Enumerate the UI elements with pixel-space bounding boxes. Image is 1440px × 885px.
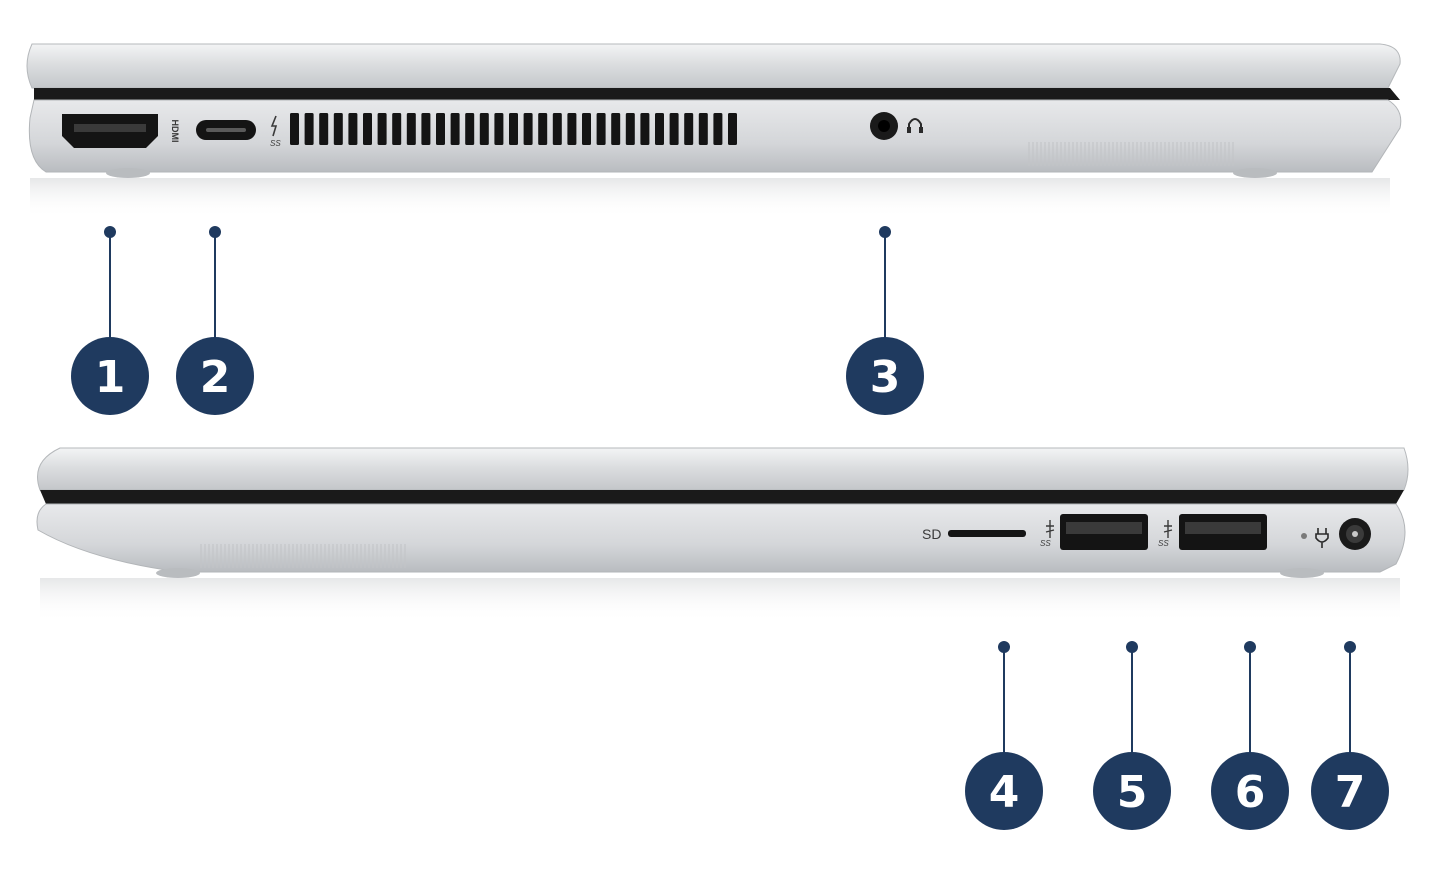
- laptop-reflection: [40, 578, 1400, 622]
- laptop-right-side-view: SD SS SS: [36, 447, 1409, 622]
- sd-label: SD: [922, 526, 941, 542]
- callout-usb-a-port-1: 5: [1093, 641, 1171, 830]
- usb-c-label: SS: [270, 139, 281, 148]
- callout-badge: [846, 337, 924, 415]
- vent-slot: [640, 113, 650, 145]
- callout-dot: [1344, 641, 1356, 653]
- vent-slot: [728, 113, 737, 145]
- hdmi-label: HDMI: [170, 120, 180, 143]
- vent-slot: [509, 113, 518, 145]
- speaker-grille: [200, 544, 406, 568]
- callout-number: 2: [200, 352, 231, 403]
- vent-slot: [421, 113, 431, 145]
- vent-slot: [304, 113, 314, 145]
- headphone-icon: [907, 118, 923, 133]
- callout-number: 5: [1117, 767, 1148, 818]
- audio-jack: [870, 112, 898, 140]
- rubber-foot: [106, 168, 150, 178]
- callout-badge: [71, 337, 149, 415]
- vent-slot: [290, 113, 299, 145]
- callout-number: 4: [989, 767, 1020, 818]
- callout-hdmi-port: 1: [71, 226, 149, 415]
- callout-dot: [104, 226, 116, 238]
- vent-slot: [713, 113, 723, 145]
- vent-slot: [319, 113, 329, 145]
- laptop-left-side-view: HDMI SS: [26, 43, 1402, 218]
- charging-led: [1301, 533, 1307, 539]
- callout-dot: [1244, 641, 1256, 653]
- vent-slot: [611, 113, 621, 145]
- callout-dot: [998, 641, 1010, 653]
- sd-card-slot: [948, 530, 1026, 537]
- callouts-right-side: 4 5 6 7: [965, 641, 1389, 830]
- callout-dot: [879, 226, 891, 238]
- usb-a-icon: SS: [1158, 520, 1173, 548]
- callout-audio-jack: 3: [846, 226, 924, 415]
- laptop-lid: [37, 447, 1409, 491]
- callout-number: 6: [1235, 767, 1266, 818]
- vent-slot: [655, 113, 664, 145]
- callout-usb-c-port: 2: [176, 226, 254, 415]
- vent-slot: [479, 113, 489, 145]
- hinge-seam: [34, 88, 1400, 100]
- vent-slot: [392, 113, 402, 145]
- callout-power-connector: 7: [1311, 641, 1389, 830]
- callout-number: 7: [1335, 767, 1366, 818]
- vent-slot: [625, 113, 635, 145]
- usb-a-port-2: [1179, 514, 1267, 550]
- callout-dot: [209, 226, 221, 238]
- cooling-vent: [290, 113, 737, 145]
- vent-slot: [523, 113, 533, 145]
- power-connector: [1339, 518, 1371, 550]
- laptop-lid: [26, 43, 1401, 89]
- vent-slot: [538, 113, 548, 145]
- rubber-foot: [1233, 168, 1277, 178]
- callout-badge: [965, 752, 1043, 830]
- callout-usb-a-port-2: 6: [1211, 641, 1289, 830]
- vent-slot: [684, 113, 694, 145]
- usb-a-icon: SS: [1040, 520, 1055, 548]
- vent-slot: [465, 113, 475, 145]
- vent-slot: [552, 113, 562, 145]
- vent-slot: [436, 113, 445, 145]
- vent-slot: [377, 113, 387, 145]
- callout-number: 3: [870, 352, 901, 403]
- vent-slot: [333, 113, 343, 145]
- vent-slot: [698, 113, 708, 145]
- callout-badge: [1211, 752, 1289, 830]
- rubber-foot: [156, 568, 200, 578]
- usb-c-port: [196, 120, 256, 140]
- usb-a-label: SS: [1040, 539, 1051, 548]
- vent-slot: [669, 113, 679, 145]
- speaker-grille: [1026, 142, 1236, 166]
- callouts-left-side: 1 2 3: [71, 226, 924, 415]
- vent-slot: [406, 113, 416, 145]
- vent-slot: [567, 113, 577, 145]
- usb-c-icon: SS: [270, 115, 281, 148]
- hdmi-port: [62, 114, 158, 148]
- callout-badge: [176, 337, 254, 415]
- vent-slot: [363, 113, 372, 145]
- hinge-seam: [40, 490, 1404, 504]
- vent-slot: [494, 113, 504, 145]
- callout-dot: [1126, 641, 1138, 653]
- power-plug-icon: [1315, 528, 1329, 548]
- usb-a-label: SS: [1158, 539, 1169, 548]
- vent-slot: [596, 113, 606, 145]
- vent-slot: [348, 113, 358, 145]
- vent-slot: [450, 113, 460, 145]
- vent-slot: [582, 113, 591, 145]
- callout-badge: [1311, 752, 1389, 830]
- callout-badge: [1093, 752, 1171, 830]
- rubber-foot: [1280, 568, 1324, 578]
- usb-a-port-1: [1060, 514, 1148, 550]
- callout-sd-card-slot: 4: [965, 641, 1043, 830]
- laptop-reflection: [30, 178, 1390, 218]
- callout-number: 1: [95, 352, 126, 403]
